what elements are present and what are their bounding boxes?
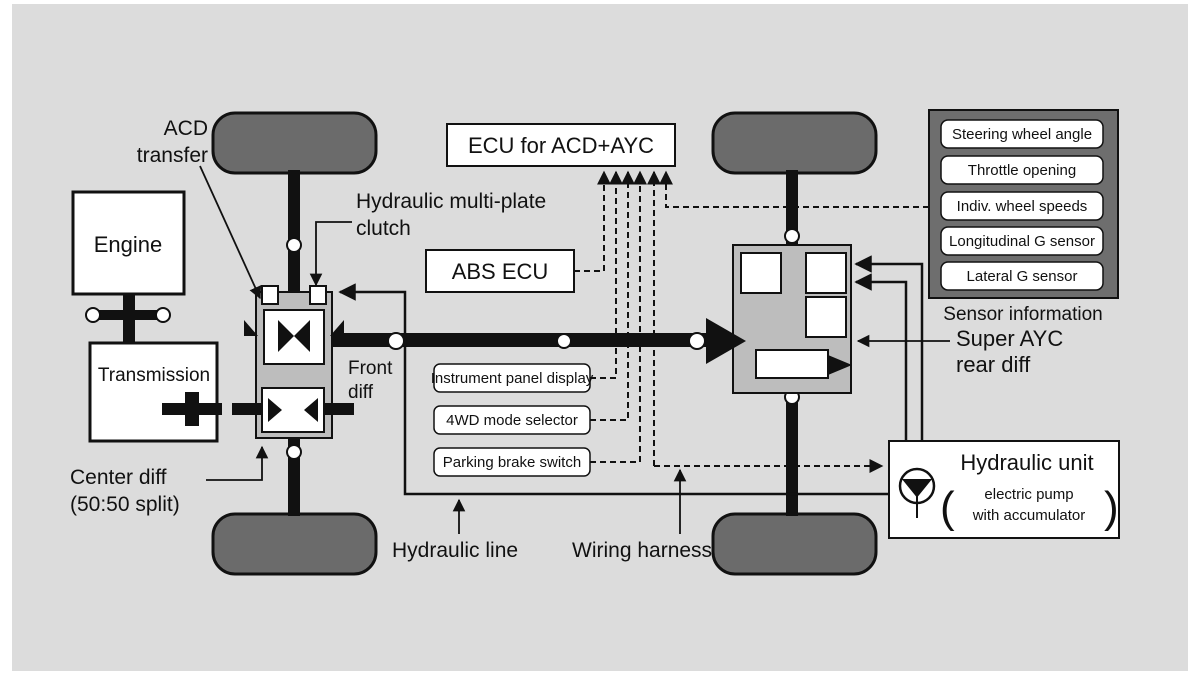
- input-label-2: Parking brake switch: [443, 454, 581, 471]
- propshaft-joint-1: [387, 332, 405, 350]
- front-right-tire: [211, 512, 378, 576]
- sensor-label-3: Longitudinal G sensor: [949, 233, 1095, 250]
- sensor-label-0: Steering wheel angle: [952, 126, 1092, 143]
- pump-icon-triangle: [901, 479, 933, 518]
- center-diff-label-1: Center diff: [70, 466, 167, 489]
- callout-arrows: [199, 165, 950, 534]
- rear-left-tire: [711, 111, 878, 175]
- propshaft-joint-2: [556, 333, 572, 349]
- bracket-open: (: [940, 483, 955, 532]
- wiring-harness: [574, 170, 929, 473]
- hydraulic-lines: [338, 255, 924, 496]
- rear-axle-joint-upper: [784, 228, 800, 244]
- sensor-box-3: [940, 226, 1104, 256]
- input-list: Instrument panel display 4WD mode select…: [431, 363, 594, 477]
- rear-diff-assembly: [706, 244, 852, 394]
- ecu-label: ECU for ACD+AYC: [468, 133, 654, 158]
- sensor-box-2: [940, 191, 1104, 221]
- acd-transfer-label-1: ACD: [164, 117, 208, 140]
- sensor-box-4: [940, 261, 1104, 291]
- abs-ecu-label: ABS ECU: [452, 259, 549, 284]
- sensor-box-0: [940, 119, 1104, 149]
- input-label-1: 4WD mode selector: [446, 412, 578, 429]
- front-drive-assembly: [232, 285, 354, 439]
- engine-mount-right: [155, 307, 171, 323]
- super-ayc-label-1: Super AYC: [956, 326, 1063, 351]
- sensor-label-2: Indiv. wheel speeds: [957, 198, 1088, 215]
- transmission-label: Transmission: [98, 365, 210, 386]
- front-diff-label-2: diff: [348, 382, 374, 403]
- input-label-0: Instrument panel display: [431, 370, 594, 387]
- sensor-list: Steering wheel angle Throttle opening In…: [940, 119, 1104, 291]
- hydraulic-clutch-label-2: clutch: [356, 217, 411, 240]
- transmission-output-shaft: [162, 392, 222, 426]
- ecu-box: [446, 123, 676, 167]
- hydraulic-unit-sub-2: with accumulator: [972, 507, 1086, 524]
- center-diff-label-2: (50:50 split): [70, 493, 180, 516]
- wiring-harness-label: Wiring harness: [572, 539, 712, 562]
- hydraulic-unit-sub-1: electric pump: [984, 486, 1073, 503]
- hydraulic-line-label: Hydraulic line: [392, 539, 518, 562]
- front-left-tire: [211, 111, 378, 175]
- front-axle-joint-upper: [286, 237, 302, 253]
- engine-mount-stem: [123, 294, 135, 344]
- hydraulic-unit-label: Hydraulic unit: [960, 450, 1093, 475]
- engine-box: [71, 190, 186, 296]
- bracket-close: ): [1104, 483, 1119, 532]
- sensor-box-1: [940, 155, 1104, 185]
- sensor-label-4: Lateral G sensor: [967, 268, 1078, 285]
- rear-right-tire: [711, 512, 878, 576]
- propeller-shaft: [320, 333, 760, 347]
- sensor-label-1: Throttle opening: [968, 162, 1076, 179]
- engine-label: Engine: [94, 232, 163, 257]
- sensor-information-label: Sensor information: [943, 304, 1102, 325]
- super-ayc-label-2: rear diff: [956, 352, 1031, 377]
- propshaft-joint-3: [688, 332, 706, 350]
- hydraulic-clutch-label-1: Hydraulic multi-plate: [356, 190, 546, 213]
- acd-transfer-label-2: transfer: [137, 144, 208, 167]
- front-axle-joint-lower: [286, 444, 302, 460]
- engine-mount-left: [85, 307, 101, 323]
- front-diff-label-1: Front: [348, 358, 393, 379]
